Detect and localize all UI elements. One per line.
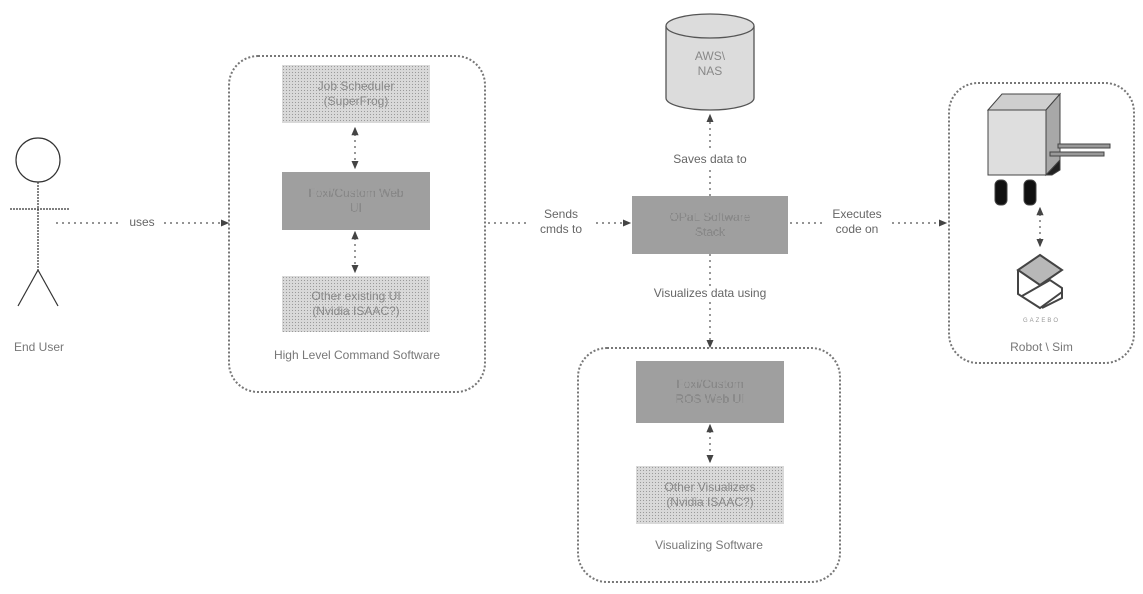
- robot-icon: [986, 92, 1111, 206]
- gazebo-logo-icon: [1016, 253, 1064, 310]
- edge-label-executes-code: Executes code on: [822, 207, 892, 237]
- actor-label: End User: [13, 340, 65, 354]
- group-title-robot-sim: Robot \ Sim: [1010, 340, 1073, 354]
- group-visualizing-software: [577, 347, 841, 583]
- node-ros-web-ui[interactable]: Foxi/Custom ROS Web UI: [636, 361, 784, 423]
- edge-label-saves-data: Saves data to: [655, 152, 765, 167]
- group-title-high-level: High Level Command Software: [273, 348, 441, 362]
- node-opal-software-stack[interactable]: OPaL Software Stack: [632, 196, 788, 254]
- node-other-visualizers[interactable]: Other Visualizers (Nvidia ISAAC?): [636, 466, 784, 524]
- actor-figure-icon: [10, 137, 70, 307]
- storage-cylinder-icon: [665, 13, 755, 111]
- node-custom-web-ui[interactable]: Foxi/Custom Web UI: [282, 172, 430, 230]
- node-other-ui[interactable]: Other existing UI (Nvidia ISAAC?): [282, 276, 430, 332]
- edge-label-uses: uses: [122, 215, 162, 230]
- edge-label-sends-cmds: Sends cmds to: [530, 207, 592, 237]
- group-high-level-command-software: [228, 55, 486, 393]
- node-job-scheduler[interactable]: Job Scheduler (SuperFrog): [282, 65, 430, 123]
- gazebo-caption: GAZEBO: [1022, 318, 1060, 324]
- node-aws-nas[interactable]: AWS\ NAS: [694, 49, 726, 78]
- group-robot-sim: [948, 82, 1135, 364]
- group-title-visualizing: Visualizing Software: [655, 538, 763, 552]
- edge-label-visualizes: Visualizes data using: [632, 286, 788, 301]
